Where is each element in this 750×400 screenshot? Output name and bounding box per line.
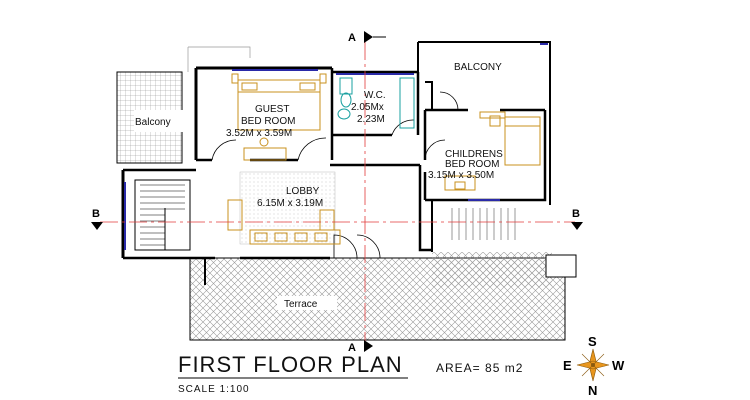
staircase xyxy=(140,184,185,250)
roof-outline xyxy=(187,46,251,72)
section-marker-b-left: B xyxy=(91,208,103,230)
terrace-label: Terrace xyxy=(284,299,318,310)
childrens-bedroom-name-1: CHILDRENS xyxy=(445,149,503,160)
balcony-left-area xyxy=(116,71,184,164)
terrace-area xyxy=(189,252,577,341)
lobby-size: 6.15M x 3.19M xyxy=(257,198,323,209)
wc-size-2: 2.23M xyxy=(357,114,385,125)
section-a-top-label: A xyxy=(348,32,356,44)
compass-rose xyxy=(576,348,610,382)
compass-s-label: S xyxy=(588,334,597,349)
guest-bedroom-name-2: BED ROOM xyxy=(241,116,295,127)
plan-title: FIRST FLOOR PLAN xyxy=(178,352,403,377)
section-marker-b-right: B xyxy=(571,208,583,230)
balcony-left-label: Balcony xyxy=(135,117,171,128)
compass-w-label: W xyxy=(612,358,625,373)
wc-name: W.C. xyxy=(364,90,386,101)
guest-bed xyxy=(231,73,327,161)
section-b-left-label: B xyxy=(92,208,100,220)
compass-n-label: N xyxy=(588,383,597,398)
wc-fixtures xyxy=(337,77,415,129)
section-b-right-label: B xyxy=(572,208,580,220)
guest-bedroom-size: 3.52M x 3.59M xyxy=(226,128,292,139)
childrens-bedroom-size: 3.15M x 3.50M xyxy=(428,170,494,181)
windows xyxy=(124,43,548,250)
right-stair-treads xyxy=(451,208,516,240)
lobby-furniture xyxy=(227,199,341,245)
lobby-name: LOBBY xyxy=(286,186,320,197)
section-marker-a-top: A xyxy=(348,31,386,44)
doors xyxy=(211,91,459,259)
childrens-furniture xyxy=(444,111,541,191)
wc-size-1: 2.05Mx xyxy=(351,102,384,113)
plan-area: AREA= 85 m2 xyxy=(436,361,523,375)
guest-bedroom-name-1: GUEST xyxy=(255,104,289,115)
plan-scale: SCALE 1:100 xyxy=(178,384,250,395)
section-a-bottom-label: A xyxy=(348,342,356,354)
compass-e-label: E xyxy=(563,358,572,373)
walls xyxy=(121,41,551,285)
section-marker-a-bottom: A xyxy=(348,340,373,354)
balcony-right-label: BALCONY xyxy=(454,62,502,73)
section-lines xyxy=(100,42,575,345)
lobby-floor xyxy=(239,171,336,245)
childrens-bedroom-name-2: BED ROOM xyxy=(445,159,499,170)
